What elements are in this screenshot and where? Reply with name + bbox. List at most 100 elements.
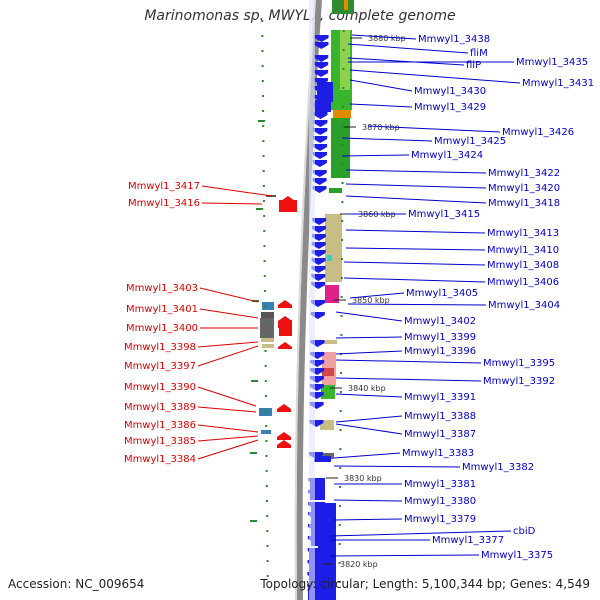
tick-dot: [266, 530, 269, 532]
forward-gene-label: Mmwyl1_3425: [434, 136, 506, 147]
tick-dot: [263, 260, 266, 262]
forward-gene-arrow: [314, 55, 329, 62]
forward-label-leader: [351, 34, 417, 40]
forward-gene-label: Mmwyl1_3375: [481, 550, 553, 561]
forward-gene-label: Mmwyl1_3408: [487, 260, 559, 271]
forward-gene-label: Mmwyl1_3381: [404, 479, 476, 490]
forward-gene-label: Mmwyl1_3402: [404, 316, 476, 327]
tick-dot: [340, 258, 343, 260]
tick-dot: [340, 277, 343, 279]
forward-label-leader: [343, 277, 486, 283]
forward-label-leader: [349, 69, 521, 84]
tick-dot: [261, 65, 264, 67]
forward-label-leader: [333, 499, 403, 502]
forward-label-leader: [345, 247, 486, 251]
tick-dot: [266, 515, 269, 517]
tick-dot: [265, 455, 268, 457]
tick-dot: [261, 80, 264, 82]
forward-gene-label: Mmwyl1_3410: [487, 245, 559, 256]
tick-dot: [264, 350, 267, 352]
forward-label-leader: [335, 336, 403, 339]
tick-dot: [341, 144, 344, 146]
reverse-gene-label: Mmwyl1_3416: [128, 198, 200, 209]
topology-text: Topology: circular; Length: 5,100,344 bp…: [260, 577, 590, 591]
reverse-gene-arrow: [277, 404, 291, 412]
tick-dot: [339, 448, 342, 450]
forward-gene-arrow: [312, 170, 327, 177]
forward-gene-block: [315, 100, 331, 112]
map-title: Marinomonas sp. MWYL1, complete genome: [144, 8, 456, 24]
forward-label-leader: [345, 183, 487, 189]
forward-gene-arrow: [313, 78, 328, 85]
forward-gene-label: Mmwyl1_3405: [406, 288, 478, 299]
tick-dot: [262, 140, 265, 142]
tick-dash: [258, 120, 265, 122]
reverse-gene-labels: Mmwyl1_3417Mmwyl1_3416Mmwyl1_3403Mmwyl1_…: [124, 181, 273, 465]
forward-label-leader: [329, 554, 480, 557]
forward-gene-label: Mmwyl1_3399: [404, 332, 476, 343]
forward-gene-arrow: [311, 234, 326, 241]
forward-gene-arrow: [313, 136, 328, 143]
forward-gene-label: Mmwyl1_3438: [418, 34, 490, 45]
reverse-gene-label: Mmwyl1_3385: [124, 436, 196, 447]
forward-label-leader: [349, 292, 405, 299]
reverse-gene-label: Mmwyl1_3386: [124, 420, 196, 431]
reverse-label-leader: [197, 345, 259, 367]
forward-label-leader: [341, 154, 410, 157]
reverse-gene-label: Mmwyl1_3417: [128, 181, 200, 192]
tick-dot: [263, 290, 266, 292]
tick-dot: [264, 395, 267, 397]
tick-dot: [261, 35, 264, 37]
reverse-strand-block: [261, 430, 271, 434]
forward-strand-band: [309, 0, 315, 600]
reverse-label-leader: [197, 406, 257, 413]
forward-gene-label: Mmwyl1_3396: [404, 346, 476, 357]
reverse-gene-label: Mmwyl1_3389: [124, 402, 196, 413]
forward-gene-label: Mmwyl1_3383: [402, 448, 474, 459]
scale-tick-label: 3880 kbp: [368, 34, 406, 43]
forward-label-leader: [347, 43, 469, 54]
reverse-label-leader: [197, 439, 259, 460]
forward-gene-label: Mmwyl1_3377: [432, 535, 504, 546]
forward-gene-label: Mmwyl1_3382: [462, 462, 534, 473]
forward-gene-label: Mmwyl1_3388: [404, 411, 476, 422]
reverse-gene-label: Mmwyl1_3398: [124, 342, 196, 353]
forward-gene-label: Mmwyl1_3387: [404, 429, 476, 440]
scale-tick-label: 3840 kbp: [348, 384, 386, 393]
reverse-gene-label: Mmwyl1_3397: [124, 361, 196, 372]
forward-label-leader: [333, 465, 461, 468]
tick-dot: [265, 410, 268, 412]
reverse-label-leader: [197, 435, 259, 442]
reverse-strand-block: [261, 312, 274, 318]
forward-label-leader: [343, 261, 486, 266]
forward-gene-label: cbiD: [513, 526, 536, 537]
tick-dot: [339, 486, 342, 488]
forward-label-leader: [349, 79, 413, 92]
reverse-label-leader: [197, 424, 259, 433]
forward-label-leader: [347, 303, 487, 306]
tick-dot: [262, 155, 265, 157]
forward-gene-label: Mmwyl1_3420: [488, 183, 560, 194]
tick-dot: [264, 380, 267, 382]
forward-gene-arrow: [314, 70, 329, 77]
tick-dot: [263, 230, 266, 232]
reverse-strand-block: [262, 344, 274, 348]
forward-label-leader: [335, 350, 403, 355]
tick-dot: [261, 95, 264, 97]
tick-dot: [261, 50, 264, 52]
tick-dot: [339, 429, 342, 431]
scale-tick-label: 3830 kbp: [344, 474, 382, 483]
reverse-strand-block: [260, 318, 274, 338]
tick-dot: [338, 543, 341, 545]
tick-dot: [266, 545, 269, 547]
tick-dot: [342, 87, 345, 89]
reverse-gene-arrow: [277, 432, 291, 440]
reverse-gene-arrow: [278, 300, 292, 308]
forward-gene-label: Mmwyl1_3413: [487, 228, 559, 239]
tick-dash: [250, 520, 257, 522]
forward-gene-arrow: [314, 62, 329, 69]
forward-gene-arrow: [311, 242, 326, 249]
forward-gene-arrow: [313, 112, 328, 119]
